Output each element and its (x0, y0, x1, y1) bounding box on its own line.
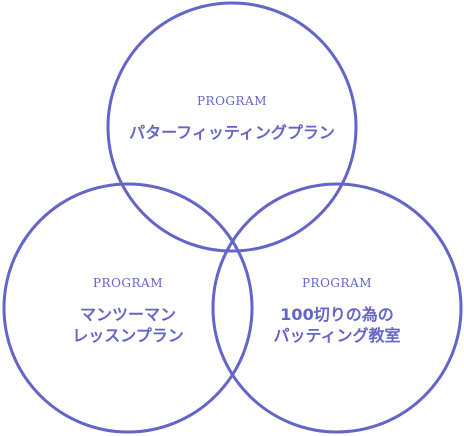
program-title: パターフィッティングプラン (129, 123, 335, 142)
program-putter-fitting: PROGRAM パターフィッティングプラン (92, 94, 372, 143)
program-title: マンツーマン レッスンプラン (28, 304, 228, 346)
program-man-to-man: PROGRAM マンツーマン レッスンプラン (28, 276, 228, 346)
program-title-line-2: レッスンプラン (72, 326, 184, 345)
program-title-line-2: パッティング教室 (273, 326, 401, 345)
program-title-line-1: マンツーマン (79, 305, 176, 324)
program-kicker: PROGRAM (301, 276, 373, 290)
circle-putting-class (211, 182, 463, 434)
program-title-line-1: 100切りの為の (280, 305, 394, 324)
program-putting-class: PROGRAM 100切りの為の パッティング教室 (237, 276, 437, 346)
circle-man-to-man (2, 182, 254, 434)
program-kicker: PROGRAM (92, 276, 164, 290)
program-kicker: PROGRAM (196, 94, 268, 108)
circle-putter-fitting (106, 1, 358, 253)
program-title: 100切りの為の パッティング教室 (237, 304, 437, 346)
